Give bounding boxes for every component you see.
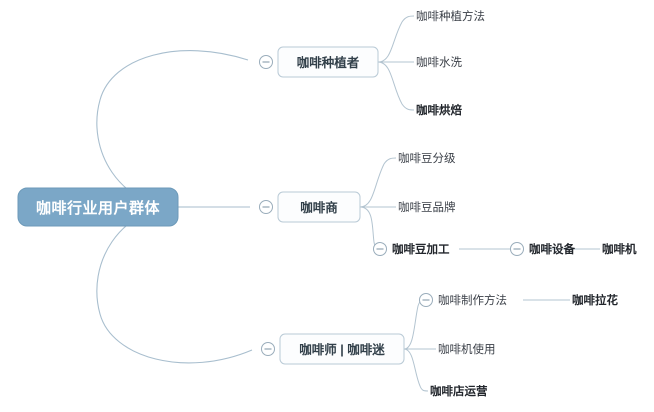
- edge-planter-child-1: [377, 15, 415, 63]
- leaf-label[interactable]: 咖啡设备: [529, 242, 575, 256]
- collapse-toggle-planter[interactable]: [259, 55, 273, 69]
- subnode-bean-processing[interactable]: 咖啡豆加工: [373, 242, 450, 256]
- edge-merchant-child-1: [359, 157, 397, 208]
- collapse-toggle-brewing-method[interactable]: [419, 293, 433, 307]
- branch-node-barista[interactable]: 咖啡师 | 咖啡迷: [261, 333, 405, 365]
- collapse-toggle-barista[interactable]: [261, 342, 275, 356]
- edge-root-to-barista: [96, 206, 253, 364]
- leaf-label[interactable]: 咖啡种植方法: [416, 9, 485, 23]
- subnode-coffee-equipment[interactable]: 咖啡设备: [510, 242, 576, 256]
- branch-node-label: 咖啡商: [300, 200, 338, 215]
- root-node[interactable]: 咖啡行业用户群体: [17, 187, 179, 227]
- leaf-label[interactable]: 咖啡烘焙: [416, 103, 462, 117]
- leaf-label[interactable]: 咖啡机: [602, 242, 637, 256]
- leaf-label[interactable]: 咖啡拉花: [572, 293, 618, 307]
- leaf-label[interactable]: 咖啡店运营: [430, 384, 488, 398]
- leaf-label[interactable]: 咖啡豆分级: [398, 151, 456, 165]
- collapse-toggle-bean-processing[interactable]: [373, 242, 387, 256]
- branch-node-box[interactable]: [277, 46, 379, 78]
- subnode-brewing-method[interactable]: 咖啡制作方法: [419, 293, 508, 307]
- branch-node-label: 咖啡师 | 咖啡迷: [299, 342, 385, 357]
- root-node-label: 咖啡行业用户群体: [36, 199, 161, 217]
- branch-node-planter[interactable]: 咖啡种植者: [259, 46, 379, 78]
- collapse-toggle-merchant[interactable]: [259, 200, 273, 214]
- leaf-label[interactable]: 咖啡水洗: [416, 55, 462, 69]
- leaf-label[interactable]: 咖啡豆加工: [392, 242, 450, 256]
- root-node-box[interactable]: [17, 187, 179, 227]
- branch-node-label: 咖啡种植者: [297, 55, 360, 70]
- edge-planter-child-3: [377, 61, 415, 111]
- branch-node-box[interactable]: [277, 191, 361, 223]
- leaf-label[interactable]: 咖啡豆品牌: [398, 200, 456, 214]
- edge-barista-child-3: [403, 348, 429, 392]
- edge-barista-child-1: [403, 299, 426, 350]
- leaf-label[interactable]: 咖啡制作方法: [438, 293, 507, 307]
- leaf-label[interactable]: 咖啡机使用: [438, 342, 496, 356]
- branch-node-merchant[interactable]: 咖啡商: [259, 191, 361, 223]
- collapse-toggle-coffee-equipment[interactable]: [510, 242, 524, 256]
- edge-root-to-planter: [96, 50, 249, 208]
- branch-node-box[interactable]: [279, 333, 405, 365]
